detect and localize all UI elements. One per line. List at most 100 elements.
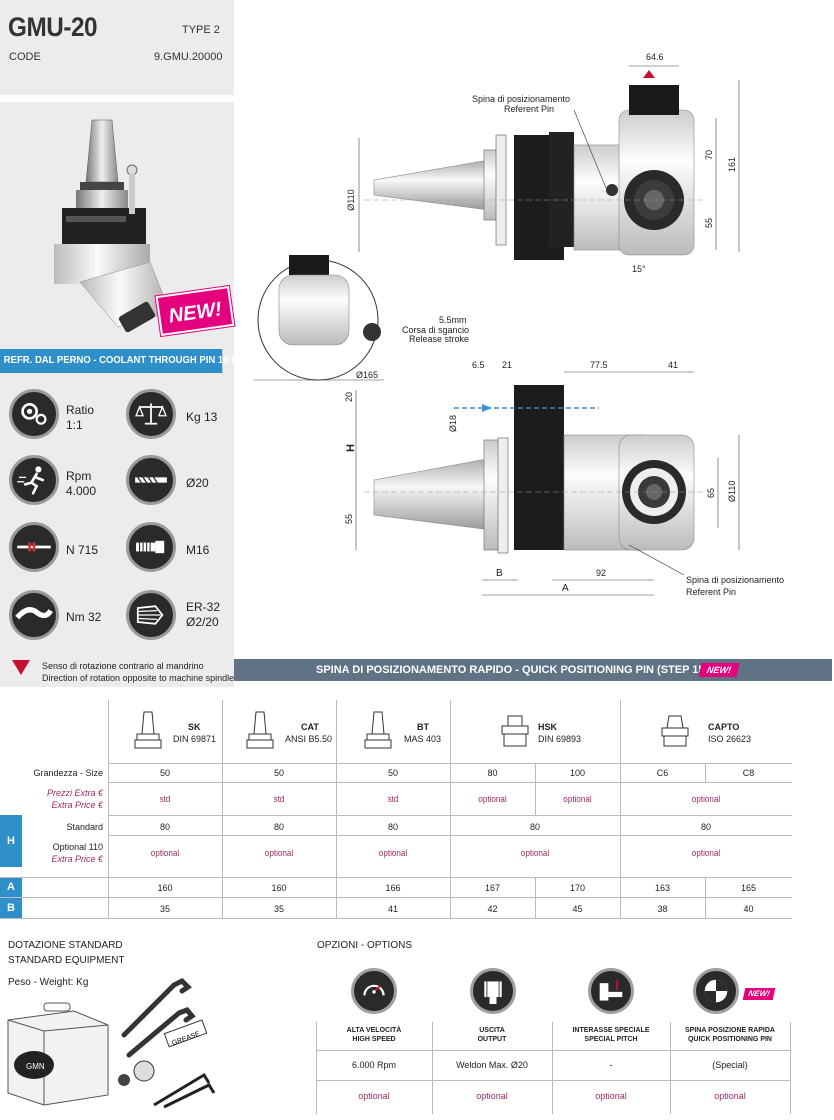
dim-h: H: [345, 444, 357, 452]
gears-icon: [9, 389, 59, 439]
diameter-value: Ø20: [186, 476, 209, 490]
torque-icon: [9, 590, 59, 640]
a-cell: 165: [740, 883, 757, 893]
a-cell: 160: [271, 883, 287, 893]
std-norm-capto: ISO 26623: [708, 734, 752, 744]
side-view: 6.5 21 77.5 41 20 H 55 Ø18 65 Ø110 B 92 …: [344, 360, 784, 597]
standard-label: Standard: [66, 822, 103, 832]
product-type: TYPE 2: [182, 24, 220, 36]
size-cell: C8: [742, 768, 755, 778]
top-view: Ø110 64.6 70 55 161 15° Spina di posizio…: [346, 52, 740, 274]
a-cell: 167: [484, 883, 501, 893]
rotation-note: Senso di rotazione contrario al mandrino…: [42, 660, 234, 684]
option-pitch-title-en: SPECIAL PITCH: [584, 1036, 638, 1043]
option-pin-title-en: QUICK POSITIONING PIN: [687, 1036, 772, 1043]
a-cell: 166: [385, 883, 401, 893]
equipment-title-en: STANDARD EQUIPMENT: [8, 955, 125, 966]
collet-range: Ø2/20: [186, 615, 219, 629]
dim-6-5: 6.5: [472, 360, 485, 370]
a-tag: A: [0, 877, 22, 897]
option-output-title-en: OUTPUT: [477, 1036, 507, 1043]
std-name-bt: BT: [417, 722, 429, 732]
standard-cell: 80: [159, 822, 170, 832]
b-cell: 41: [387, 904, 398, 914]
standard-cell: 80: [700, 822, 711, 832]
option-output-value: Weldon Max. Ø20: [456, 1060, 528, 1070]
optional110-price-label: Extra Price €: [51, 854, 103, 864]
option-pin-price: optional: [714, 1091, 746, 1101]
rpm-value: 4.000: [66, 484, 97, 498]
std-name-cat: CAT: [301, 722, 319, 732]
bt-holder-icon: [364, 711, 392, 749]
equipment-weight: Peso - Weight: Kg: [8, 977, 89, 988]
force-arrow-icon: [9, 522, 59, 572]
positioning-banner: SPINA DI POSIZIONAMENTO RAPIDO - QUICK P…: [234, 659, 832, 681]
thread-icon: [126, 522, 176, 572]
collet-icon: [126, 590, 176, 640]
extra-price-label-en: Extra Price €: [51, 800, 103, 810]
option-output-price: optional: [476, 1091, 508, 1101]
dim-65: 65: [706, 488, 716, 498]
option-pitch-value: -: [609, 1060, 613, 1070]
standard-cell: 80: [273, 822, 284, 832]
dim-5-5mm: 5.5mm: [439, 315, 467, 325]
referent-pin-en-side: Referent Pin: [686, 587, 736, 597]
weight-value: Kg 13: [186, 410, 218, 424]
standard-cell: 80: [387, 822, 398, 832]
capto-holder-icon: [661, 715, 689, 747]
dim-165: Ø165: [356, 370, 378, 380]
extra-price-cell: std: [273, 794, 285, 804]
target-pin-icon: [693, 968, 739, 1014]
size-cell: 100: [569, 768, 586, 778]
size-cell: C6: [656, 768, 669, 778]
detail-view: Ø165 5.5mm Corsa di sgancio Release stro…: [254, 255, 469, 381]
torque-value: Nm 32: [66, 610, 102, 624]
output-shaft-icon: [470, 968, 516, 1014]
release-stroke-it: Corsa di sgancio: [402, 325, 469, 335]
dim-55-side: 55: [344, 514, 354, 524]
banner-new-badge: NEW!: [698, 663, 740, 677]
extra-price-cell: optional: [563, 794, 592, 804]
extra-price-cell: std: [387, 794, 399, 804]
special-pitch-icon: [588, 968, 634, 1014]
drill-bit-icon: [126, 455, 176, 505]
referent-pin-en-top: Referent Pin: [504, 104, 554, 114]
b-tag: B: [0, 898, 22, 918]
std-norm-cat: ANSI B5.50: [285, 734, 333, 744]
option-high-speed-price: optional: [358, 1091, 390, 1101]
collet-value: ER-32: [186, 600, 221, 614]
rotation-note-it: Senso di rotazione contrario al mandrino: [42, 661, 204, 671]
dim-70: 70: [704, 150, 714, 160]
extra-price-cell: std: [159, 794, 171, 804]
dim-21: 21: [502, 360, 512, 370]
a-cell: 160: [157, 883, 173, 893]
dim-110-side: Ø110: [727, 481, 737, 502]
sk-holder-icon: [134, 711, 162, 749]
optional110-cell: optional: [691, 848, 721, 858]
option-pin-title-it: SPINA POSIZIONE RAPIDA: [685, 1027, 775, 1034]
size-cell: 50: [387, 768, 398, 778]
h-tag: H: [0, 815, 22, 867]
std-name-sk: SK: [188, 722, 201, 732]
std-name-hsk: HSK: [538, 722, 558, 732]
product-title: GMU-20: [8, 12, 98, 42]
svg-text:GMN: GMN: [26, 1062, 45, 1071]
dim-55-top: 55: [704, 218, 714, 228]
std-norm-sk: DIN 69871: [173, 734, 217, 744]
a-cell: 163: [654, 883, 671, 893]
scale-icon: [126, 389, 176, 439]
running-man-icon: [9, 455, 59, 505]
code-label: CODE: [9, 51, 41, 63]
dim-77-5: 77.5: [590, 360, 608, 370]
option-output-title-it: USCITA: [479, 1027, 505, 1034]
equipment-illustration: GMN GREASE: [7, 977, 216, 1109]
b-cell: 35: [273, 904, 284, 914]
extra-price-cell: optional: [478, 794, 507, 804]
red-marker-icon: [643, 70, 655, 78]
optional110-label: Optional 110: [52, 842, 103, 852]
optional110-cell: optional: [378, 848, 408, 858]
b-cell: 45: [572, 904, 583, 914]
optional110-cell: optional: [520, 848, 550, 858]
standard-cell: 80: [529, 822, 540, 832]
header-panel: [0, 0, 234, 95]
